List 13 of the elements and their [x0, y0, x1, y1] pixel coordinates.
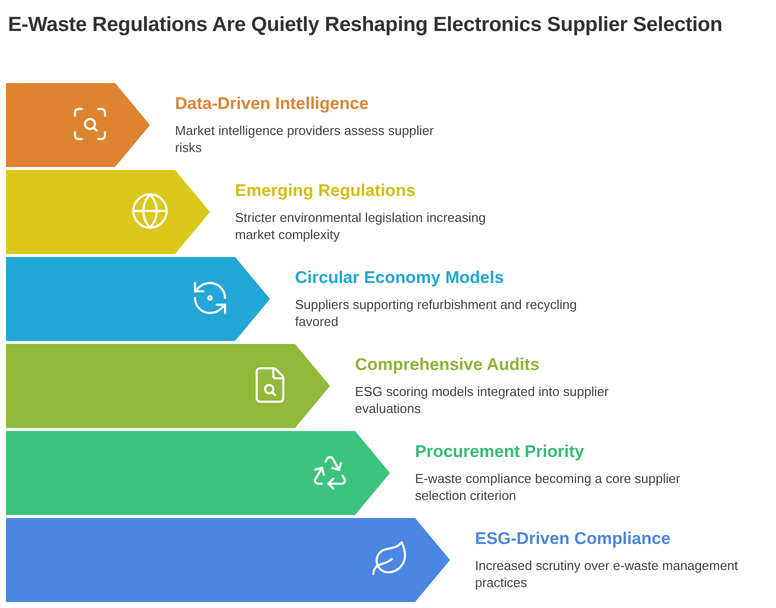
step-heading: Procurement Priority: [415, 441, 586, 463]
step-description: ESG scoring models integrated into supplier evaluations: [355, 383, 610, 417]
step-heading: Emerging Regulations: [235, 180, 416, 202]
step-heading: Circular Economy Models: [295, 267, 505, 289]
step-description: Suppliers supporting refurbishment and recycling favored: [295, 296, 578, 330]
step-description: Increased scrutiny over e-waste management practices: [475, 557, 740, 591]
step-description: Market intelligence providers assess supplier risks: [175, 122, 435, 156]
step-heading: Data-Driven Intelligence: [175, 93, 370, 115]
step-description: E-waste compliance becoming a core supplier selection criterion: [415, 470, 682, 504]
title: E-Waste Regulations Are Quietly Reshaping Electronics Supplier Selection: [8, 12, 722, 38]
step-heading: ESG-Driven Compliance: [475, 528, 672, 550]
step-description: Stricter environmental legislation increasing market complexity: [235, 209, 487, 243]
step-heading: Comprehensive Audits: [355, 354, 541, 376]
